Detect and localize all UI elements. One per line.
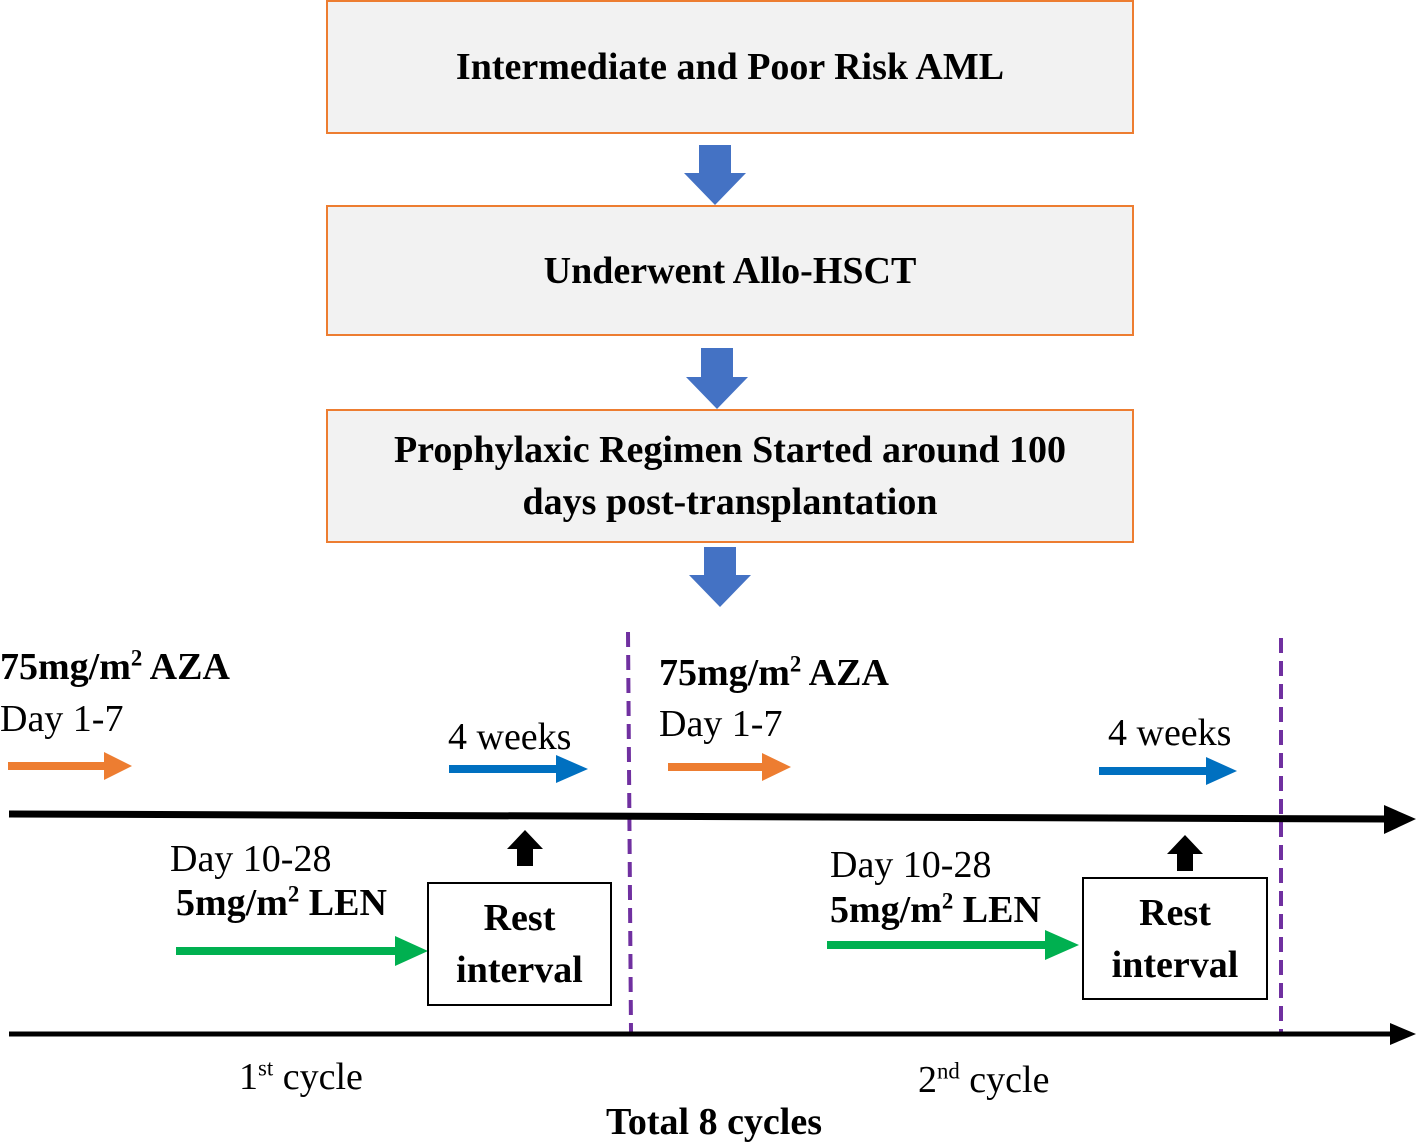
risk-group-label: Intermediate and Poor Risk AML [455,46,1005,88]
lower-timeline-arrowhead [1390,1023,1416,1045]
upper-timeline-arrowhead [1384,805,1416,834]
transplant-label: Underwent Allo-HSCT [543,249,917,292]
aza-dose-2: 75mg/m2 AZA [659,651,889,694]
aza-arrow-2-head [762,753,791,781]
transplant-box: Underwent Allo-HSCT [326,205,1134,336]
cycle-divider-1 [626,631,633,1033]
up-arrow-2 [1167,835,1203,871]
len-dose-1: 5mg/m2 LEN [176,881,387,924]
weeks-arrow-2-head [1206,757,1237,785]
regimen-label-line2: days post-transplantation [522,481,938,523]
len-dose-2: 5mg/m2 LEN [830,888,1041,931]
weeks-label-2: 4 weeks [1108,712,1232,754]
len-days-2: Day 10-28 [830,844,992,886]
aza-days-2: Day 1-7 [659,703,783,745]
weeks-label-1: 4 weeks [448,716,572,758]
down-arrow-2 [686,348,748,409]
total-cycles-label: Total 8 cycles [606,1101,823,1143]
down-arrow-1 [684,145,746,205]
aza-days-1: Day 1-7 [0,698,124,740]
rest-interval-box-1: Rest interval [427,882,612,1006]
len-days-1: Day 10-28 [170,838,332,880]
len-arrow-2-head [1045,930,1079,960]
down-arrow-3 [689,547,751,607]
upper-timeline [8,810,1389,823]
aza-arrow-1-head [104,752,132,780]
cycle-label-1: 1st cycle [239,1055,363,1098]
regimen-box: Prophylaxic Regimen Started around 100 d… [326,409,1134,543]
cycle-label-2: 2nd cycle [918,1058,1050,1101]
len-arrow-1-head [395,936,428,966]
risk-group-box: Intermediate and Poor Risk AML [326,0,1134,134]
rest-interval-box-2: Rest interval [1082,877,1268,1000]
weeks-arrow-1-head [556,755,588,783]
regimen-label-line1: Prophylaxic Regimen Started around 100 [393,429,1067,471]
aza-dose-1: 75mg/m2 AZA [0,645,230,688]
up-arrow-1 [507,830,543,866]
